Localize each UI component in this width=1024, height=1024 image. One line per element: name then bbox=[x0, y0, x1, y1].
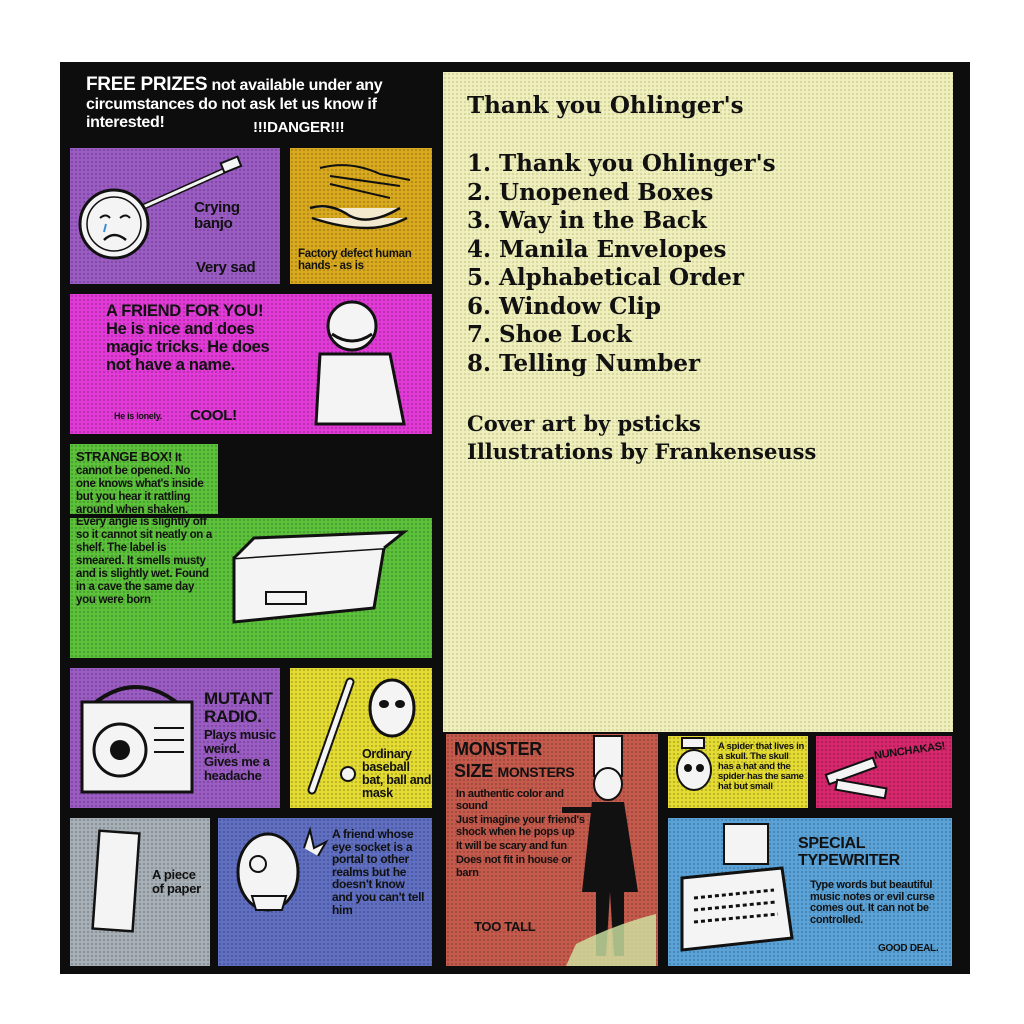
hands-panel: Factory defect human hands - as is bbox=[290, 148, 432, 284]
paper-icon bbox=[91, 829, 141, 933]
header-text: FREE PRIZES not available under any circ… bbox=[86, 74, 431, 133]
track-item: 3. Way in the Back bbox=[467, 207, 707, 234]
banjo-sub: Very sad bbox=[196, 259, 256, 276]
track-item: 2. Unopened Boxes bbox=[467, 178, 714, 206]
hands-label: Factory defect human hands - as is bbox=[298, 248, 412, 273]
monster-panel: MONSTER SIZE MONSTERS In authentic color… bbox=[446, 734, 658, 966]
friend-panel: A FRIEND FOR YOU! He is nice and does ma… bbox=[70, 294, 432, 434]
monster-tall: TOO TALL bbox=[474, 919, 536, 934]
banjo-panel: Crying banjo Very sad bbox=[70, 148, 280, 284]
hands-icon bbox=[309, 164, 411, 230]
danger-label: !!!DANGER!!! bbox=[253, 119, 345, 136]
bat-text: Ordinary baseball bat, ball and mask bbox=[362, 747, 432, 801]
paper-panel: A piece of paper bbox=[70, 818, 210, 966]
header-panel: FREE PRIZES not available under any circ… bbox=[68, 68, 432, 140]
radio-text: Plays music weird. Gives me a headache bbox=[204, 727, 276, 783]
eye-text: A friend whose eye socket is a portal to… bbox=[332, 827, 425, 917]
radio-icon bbox=[80, 685, 194, 794]
credit-line: Illustrations by Frankenseuss bbox=[467, 439, 817, 464]
friend-small: He is lonely. bbox=[114, 411, 162, 421]
friend-cool: COOL! bbox=[190, 407, 237, 424]
typewriter-text: Type words but beautiful music notes or … bbox=[810, 879, 935, 926]
banjo-icon bbox=[78, 155, 243, 260]
spider-panel: A spider that lives in a skull. The skul… bbox=[668, 736, 808, 808]
friend-figure-icon bbox=[314, 300, 406, 426]
header-body: not available under any circumstances do… bbox=[86, 77, 383, 132]
typewriter-icon bbox=[680, 823, 794, 952]
monster-line: It will be scary and fun bbox=[456, 840, 567, 853]
track-item: 6. Window Clip bbox=[467, 292, 661, 320]
tracklist-heading: Thank you Ohlinger's bbox=[467, 92, 744, 119]
bat-panel: Ordinary baseball bat, ball and mask bbox=[290, 668, 432, 808]
monster-line: Does not fit in house or barn bbox=[456, 854, 572, 879]
tracklist-panel: Thank you Ohlinger's 1. Thank you Ohling… bbox=[443, 72, 953, 732]
track-item: 4. Manila Envelopes bbox=[467, 235, 727, 263]
track-item: 1. Thank you Ohlinger's bbox=[467, 150, 776, 177]
nunchakas-panel: NUNCHAKAS! bbox=[816, 736, 952, 808]
strange-box-icon bbox=[232, 530, 409, 624]
spider-text: A spider that lives in a skull. The skul… bbox=[718, 741, 804, 792]
radio-title: MUTANT RADIO. bbox=[204, 689, 273, 726]
paper-text: A piece of paper bbox=[152, 867, 201, 896]
radio-panel: MUTANT RADIO. Plays music weird. Gives m… bbox=[70, 668, 280, 808]
eye-panel: A friend whose eye socket is a portal to… bbox=[218, 818, 432, 966]
eye-friend-icon bbox=[236, 826, 329, 912]
monster-line: Just imagine your friend's shock when he… bbox=[456, 814, 585, 839]
skull-icon bbox=[676, 737, 712, 791]
track-item: 5. Alphabetical Order bbox=[467, 264, 745, 291]
typewriter-panel: SPECIAL TYPEWRITER Type words but beauti… bbox=[668, 818, 952, 966]
box-panel-top bbox=[70, 444, 218, 514]
box-title: STRANGE BOX! bbox=[76, 449, 173, 464]
bat-ball-mask-icon bbox=[307, 677, 416, 795]
typewriter-title: SPECIAL TYPEWRITER bbox=[798, 835, 900, 869]
banjo-label: Crying banjo bbox=[194, 199, 240, 232]
monster-line: In authentic color and sound bbox=[456, 788, 564, 813]
monster-figure-icon bbox=[562, 735, 656, 966]
box-text-wrapper: STRANGE BOX! It cannot be opened. No one… bbox=[76, 449, 213, 607]
typewriter-deal: GOOD DEAL. bbox=[878, 943, 939, 954]
monster-title3: MONSTERS bbox=[497, 764, 575, 780]
box-text: It cannot be opened. No one knows what's… bbox=[76, 452, 213, 606]
nunchakas-icon bbox=[824, 756, 888, 800]
track-item: 8. Telling Number bbox=[467, 349, 701, 377]
box-panel bbox=[70, 518, 432, 658]
monster-title-line2: SIZE MONSTERS bbox=[454, 761, 575, 781]
monster-title2: SIZE bbox=[454, 761, 493, 781]
header-title: FREE PRIZES bbox=[86, 74, 208, 95]
track-item: 7. Shoe Lock bbox=[467, 321, 632, 348]
credit-line: Cover art by psticks bbox=[467, 411, 701, 436]
monster-title1: MONSTER bbox=[454, 739, 542, 759]
friend-text: A FRIEND FOR YOU! He is nice and does ma… bbox=[106, 302, 270, 375]
